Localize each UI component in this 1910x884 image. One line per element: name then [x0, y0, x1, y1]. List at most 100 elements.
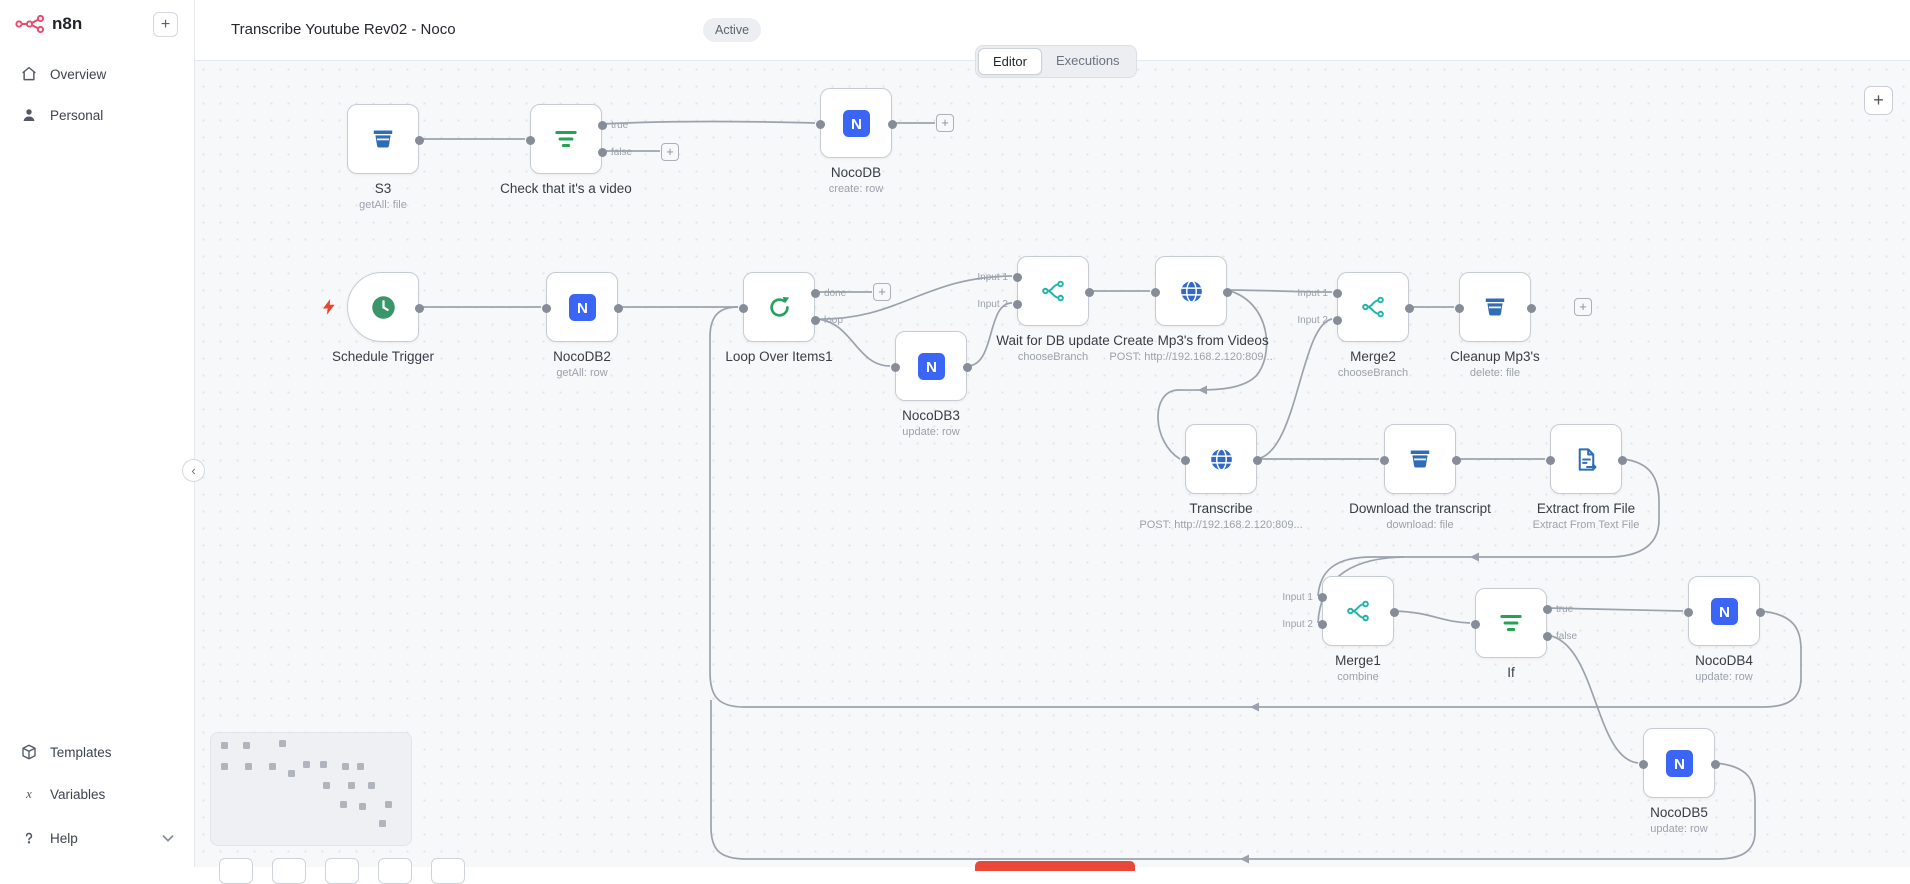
minimap-node-dot — [221, 742, 228, 749]
sidebar-item-overview[interactable]: Overview — [0, 55, 195, 93]
sidebar-add-workflow-button[interactable]: + — [153, 12, 178, 37]
add-node-button[interactable]: + — [936, 114, 954, 132]
node-title: Create Mp3's from Videos — [1081, 333, 1301, 348]
output-port[interactable] — [811, 289, 820, 298]
tab-editor[interactable]: Editor — [978, 48, 1042, 75]
add-node-button[interactable]: + — [661, 143, 679, 161]
input-port[interactable] — [1318, 620, 1327, 629]
input-port[interactable] — [1013, 273, 1022, 282]
node-cleanup[interactable] — [1459, 272, 1531, 342]
filter-icon — [1498, 610, 1524, 636]
workflow-title[interactable]: Transcribe Youtube Rev02 - Noco — [231, 21, 456, 38]
input-port[interactable] — [526, 136, 535, 145]
output-port[interactable] — [1223, 288, 1232, 297]
node-subtitle: Extract From Text File — [1476, 519, 1696, 531]
canvas-add-node-button[interactable]: + — [1864, 86, 1893, 115]
output-port[interactable] — [811, 316, 820, 325]
output-port[interactable] — [1452, 456, 1461, 465]
n8n-logo[interactable]: n8n — [15, 13, 82, 35]
zoom-control-button[interactable] — [325, 858, 359, 884]
add-node-button[interactable]: + — [1574, 298, 1592, 316]
output-port[interactable] — [1543, 605, 1552, 614]
output-port[interactable] — [1543, 632, 1552, 641]
bucket-icon — [1407, 446, 1433, 472]
output-port[interactable] — [598, 121, 607, 130]
sidebar-collapse-button[interactable]: ‹ — [182, 459, 205, 482]
output-port[interactable] — [888, 120, 897, 129]
input-port[interactable] — [891, 363, 900, 372]
trigger-bolt-icon — [320, 295, 338, 319]
input-port[interactable] — [1639, 760, 1648, 769]
input-port[interactable] — [1380, 456, 1389, 465]
output-port[interactable] — [415, 304, 424, 313]
node-nocodb4[interactable]: N — [1688, 576, 1760, 646]
input-port[interactable] — [1546, 456, 1555, 465]
add-node-button[interactable]: + — [873, 283, 891, 301]
zoom-control-button[interactable] — [431, 858, 465, 884]
sidebar-item-label: Help — [50, 831, 78, 846]
output-port[interactable] — [963, 363, 972, 372]
output-port[interactable] — [598, 148, 607, 157]
sidebar-item-templates[interactable]: Templates — [0, 733, 195, 771]
zoom-control-button[interactable] — [219, 858, 253, 884]
node-nocodb2[interactable]: N — [546, 272, 618, 342]
input-port[interactable] — [1684, 608, 1693, 617]
input-port[interactable] — [739, 304, 748, 313]
output-port[interactable] — [614, 304, 623, 313]
node-createmp3[interactable] — [1155, 256, 1227, 326]
variable-icon: x — [20, 785, 38, 803]
minimap[interactable] — [210, 732, 412, 846]
node-extract[interactable] — [1550, 424, 1622, 494]
node-subtitle: getAll: file — [273, 199, 493, 211]
nocodb-icon: N — [1666, 750, 1693, 777]
svg-text:N: N — [851, 116, 862, 133]
input-port[interactable] — [1333, 316, 1342, 325]
output-port[interactable] — [1085, 288, 1094, 297]
input-port[interactable] — [1455, 304, 1464, 313]
input-port[interactable] — [1181, 456, 1190, 465]
node-download[interactable] — [1384, 424, 1456, 494]
input-port[interactable] — [1013, 300, 1022, 309]
input-port[interactable] — [816, 120, 825, 129]
sidebar-item-personal[interactable]: Personal — [0, 96, 195, 134]
output-port[interactable] — [1390, 608, 1399, 617]
zoom-control-button[interactable] — [378, 858, 412, 884]
node-s3[interactable] — [347, 104, 419, 174]
node-nocodb[interactable]: N — [820, 88, 892, 158]
input-port[interactable] — [1151, 288, 1160, 297]
merge-icon — [1040, 278, 1066, 304]
active-badge: Active — [703, 18, 761, 42]
svg-text:N: N — [1719, 604, 1730, 621]
zoom-control-button[interactable] — [272, 858, 306, 884]
input-port[interactable] — [1471, 620, 1480, 629]
sidebar-item-help[interactable]: Help — [0, 819, 195, 857]
input-port[interactable] — [1318, 593, 1327, 602]
input-port[interactable] — [1333, 289, 1342, 298]
tab-executions[interactable]: Executions — [1042, 48, 1134, 75]
node-nocodb5[interactable]: N — [1643, 728, 1715, 798]
svg-text:x: x — [25, 787, 32, 801]
output-port[interactable] — [1405, 304, 1414, 313]
svg-text:N: N — [1674, 756, 1685, 773]
output-port[interactable] — [1253, 456, 1262, 465]
output-port[interactable] — [1756, 608, 1765, 617]
output-port[interactable] — [1527, 304, 1536, 313]
minimap-node-dot — [340, 801, 347, 808]
input-port[interactable] — [542, 304, 551, 313]
sticky-note[interactable] — [975, 861, 1135, 871]
node-schedule[interactable] — [347, 272, 419, 342]
node-transcribe[interactable] — [1185, 424, 1257, 494]
user-icon — [20, 106, 38, 124]
sidebar-item-variables[interactable]: x Variables — [0, 775, 195, 813]
output-port[interactable] — [1711, 760, 1720, 769]
output-port[interactable] — [1618, 456, 1627, 465]
node-subtitle: getAll: row — [472, 367, 692, 379]
output-port[interactable] — [415, 136, 424, 145]
